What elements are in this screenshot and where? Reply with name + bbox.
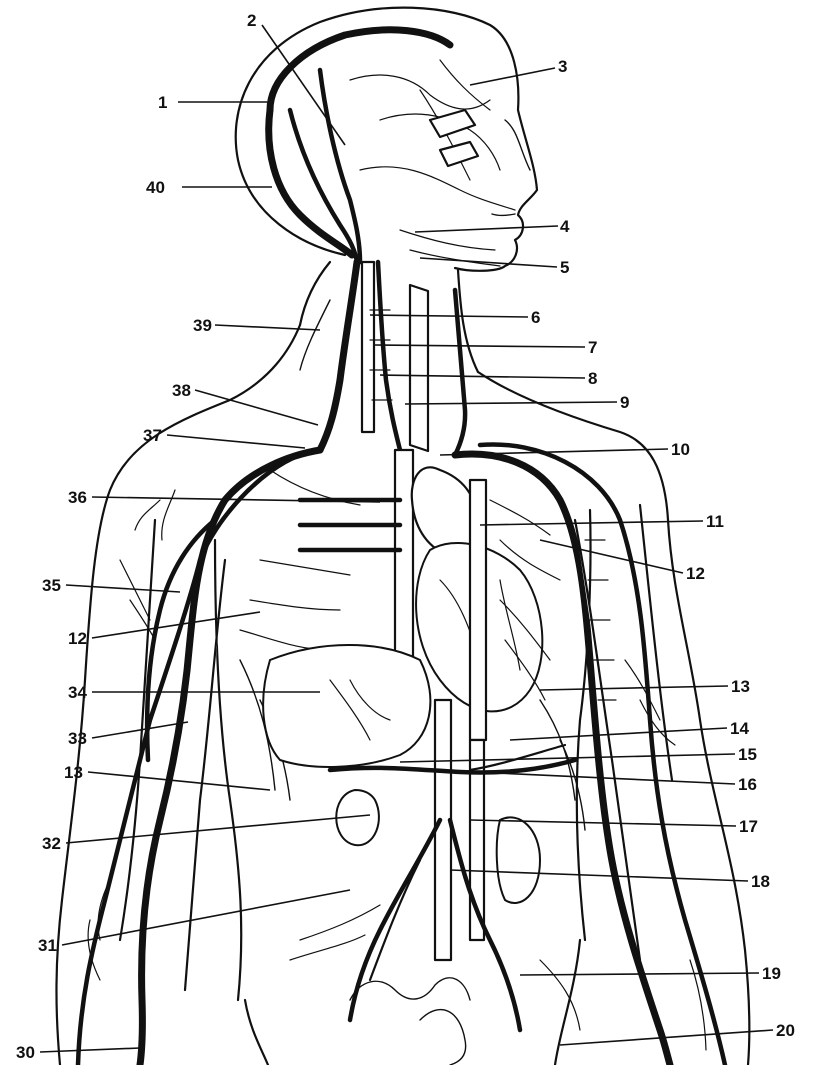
label-37: 37 (143, 426, 162, 445)
neck-vessels (300, 262, 465, 455)
label-16: 16 (738, 775, 757, 794)
label-30: 30 (16, 1043, 35, 1062)
label-19: 19 (762, 964, 781, 983)
label-36: 36 (68, 488, 87, 507)
label-18: 18 (751, 872, 770, 891)
label-13-left: 13 (64, 763, 83, 782)
label-35: 35 (42, 576, 61, 595)
label-9: 9 (620, 393, 629, 412)
label-6: 6 (531, 308, 540, 327)
label-32: 32 (42, 834, 61, 853)
label-2: 2 (247, 11, 256, 30)
label-11: 11 (706, 512, 724, 531)
label-38: 38 (172, 381, 191, 400)
abdomen-vessels (263, 645, 580, 1065)
label-12-left: 12 (68, 629, 87, 648)
head-vessels (269, 30, 515, 266)
label-33: 33 (68, 729, 87, 748)
label-31: 31 (38, 936, 57, 955)
label-5: 5 (560, 258, 569, 277)
label-4: 4 (560, 217, 570, 236)
label-8: 8 (588, 369, 597, 388)
label-1: 1 (158, 93, 167, 112)
label-7: 7 (588, 338, 597, 357)
label-40: 40 (146, 178, 165, 197)
label-17: 17 (739, 817, 758, 836)
label-12-right: 12 (686, 564, 705, 583)
label-39: 39 (193, 316, 212, 335)
label-13-right: 13 (731, 677, 750, 696)
label-14: 14 (730, 719, 749, 738)
liver (263, 645, 430, 767)
thorax-vessels (240, 450, 585, 830)
label-20: 20 (776, 1021, 795, 1040)
label-3: 3 (558, 57, 567, 76)
label-15: 15 (738, 745, 757, 764)
label-34: 34 (68, 683, 87, 702)
label-10: 10 (671, 440, 690, 459)
